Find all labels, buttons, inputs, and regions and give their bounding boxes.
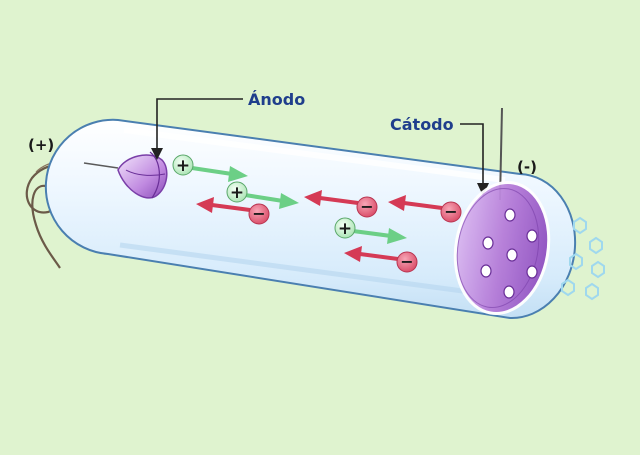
anode-pointer-arrowhead [151, 148, 163, 160]
negative-ion-symbol: − [360, 197, 373, 216]
negative-ion-arrowhead [196, 197, 214, 213]
negative-ion-group: − − − − [196, 190, 462, 273]
positive-ion-group: + + + [172, 154, 407, 244]
cathode-hole [482, 236, 494, 250]
cathode-hole [526, 265, 538, 279]
negative-ion [356, 196, 378, 218]
positive-ion-symbol: + [230, 183, 244, 203]
negative-ion-arrow [359, 252, 399, 261]
anode-wire [83, 162, 119, 169]
tube-lower-shade [119, 242, 471, 295]
cathode-pointer-arrowhead [477, 183, 489, 196]
cathode-hole [504, 208, 516, 222]
positive-ion-symbol: + [176, 156, 190, 176]
positive-ion [172, 154, 194, 176]
cathode-hole [506, 248, 518, 262]
positive-ion-arrow [191, 166, 233, 176]
tube-end-particles [561, 216, 605, 301]
cathode-disc [453, 181, 551, 315]
cathode-hole [503, 285, 515, 299]
tube-highlight [123, 127, 506, 183]
negative-ion-arrowhead [388, 195, 406, 211]
positive-ion [334, 217, 356, 239]
negative-ion-arrow [319, 196, 359, 205]
positive-ion-arrowhead [387, 228, 407, 244]
negative-ion-symbol: − [252, 204, 265, 223]
anode-electrode [117, 151, 168, 199]
negative-ion-symbol: − [400, 252, 413, 271]
negative-ion-symbol: − [444, 202, 457, 221]
negative-ion [440, 201, 462, 223]
positive-ion [226, 181, 248, 203]
negative-ion-arrow [211, 203, 251, 212]
positive-ion-arrow [352, 229, 392, 238]
negative-terminal-label: (-) [517, 158, 537, 176]
anode-label: Ánodo [248, 90, 305, 109]
negative-ion-arrow [403, 201, 443, 210]
positive-ion-arrowhead [279, 193, 299, 209]
negative-ion [396, 251, 418, 273]
cathode-hole [526, 229, 538, 243]
negative-ion-arrowhead [304, 190, 322, 206]
positive-ion-symbol: + [338, 219, 352, 239]
negative-ion-arrowhead [344, 246, 362, 262]
positive-ion-arrowhead [228, 166, 248, 182]
positive-ion-arrow [244, 193, 284, 203]
cathode-pointer-line [460, 123, 484, 185]
cathode-label: Cátodo [390, 115, 454, 134]
negative-ion [248, 203, 270, 225]
anode-pointer-line [156, 98, 243, 150]
cathode-hole [480, 264, 492, 278]
positive-terminal-label: (+) [28, 136, 54, 154]
